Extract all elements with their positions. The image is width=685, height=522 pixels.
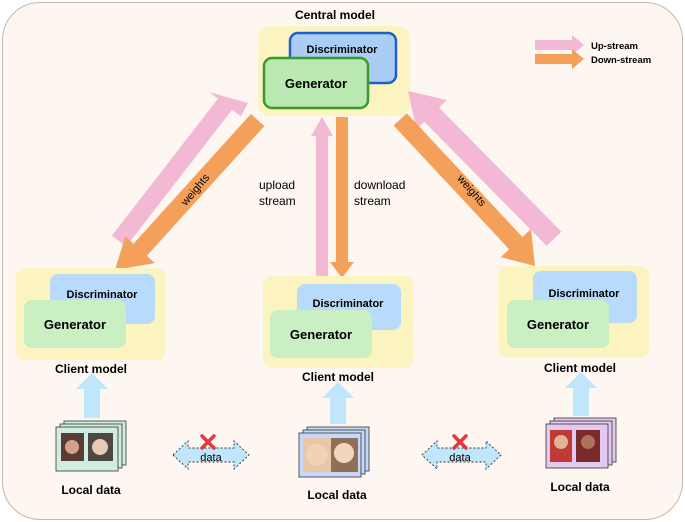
client-2-caption: Client model [302, 370, 374, 384]
central-generator-label: Generator [285, 76, 347, 91]
client-model-3: Discriminator Generator Client model [498, 266, 649, 375]
download-stream-label-line2: stream [354, 194, 391, 208]
local-data-3: Local data [545, 417, 617, 494]
client-3-data-arrow [565, 372, 597, 416]
left-link: weights [111, 92, 265, 270]
client-2-generator-box [270, 310, 372, 358]
legend-upstream-arrow [535, 35, 584, 55]
local-data-1-face-a-head [65, 440, 79, 454]
upload-stream-label-line2: stream [259, 194, 296, 208]
client-2-generator-label: Generator [290, 327, 352, 342]
center-downstream-arrow [330, 117, 354, 278]
client-model-1: Discriminator Generator Client model [16, 268, 166, 376]
legend: Up-stream Down-stream [535, 35, 651, 69]
blocked-data-label-right: data [449, 452, 471, 464]
local-data-2-face-b-head [334, 443, 354, 463]
local-data-3-caption: Local data [550, 480, 610, 494]
blocked-data-label-left: data [200, 452, 222, 464]
blocked-data-exchange-left: data [172, 434, 250, 471]
right-downstream-arrow [393, 113, 535, 266]
legend-upstream-label: Up-stream [591, 41, 638, 52]
client-3-generator-label: Generator [527, 317, 589, 332]
blocked-data-arrow-left [172, 439, 250, 471]
legend-downstream-label: Down-stream [591, 55, 651, 66]
local-data-3-face-a-head [554, 435, 568, 449]
local-data-3-face-b-head [581, 435, 595, 449]
central-generator-box [262, 56, 370, 110]
local-data-2-face-a-head [306, 444, 328, 466]
central-discriminator-label: Discriminator [307, 44, 379, 56]
left-downstream-arrow [115, 114, 265, 270]
central-model-title: Central model [295, 8, 375, 22]
center-link: upload stream download stream [259, 117, 405, 278]
legend-downstream-arrow [535, 49, 584, 69]
local-data-1-face-b-head [92, 439, 108, 455]
left-upstream-arrow [111, 92, 249, 247]
client-3-caption: Client model [544, 361, 616, 375]
blocked-data-exchange-right: data [421, 434, 502, 471]
local-data-2: Local data [298, 426, 370, 502]
right-link: weights [393, 91, 562, 266]
local-data-1: Local data [55, 420, 127, 497]
blocked-data-arrow-right [421, 439, 502, 471]
client-2-discriminator-label: Discriminator [313, 298, 385, 310]
client-2-data-arrow [322, 382, 354, 424]
blocked-x-icon-left [200, 434, 216, 450]
download-stream-label-line1: download [354, 178, 405, 192]
client-1-data-arrow [76, 373, 108, 418]
local-data-1-caption: Local data [61, 483, 121, 497]
blocked-x-icon-right [452, 434, 468, 450]
client-3-discriminator-label: Discriminator [549, 288, 621, 300]
upload-stream-label-line1: upload [259, 178, 295, 192]
client-3-generator-box [507, 300, 609, 348]
client-1-generator-label: Generator [44, 317, 106, 332]
client-model-2: Discriminator Generator Client model [263, 276, 414, 384]
local-data-2-caption: Local data [307, 488, 367, 502]
client-1-caption: Client model [55, 362, 127, 376]
client-1-discriminator-label: Discriminator [67, 289, 139, 301]
right-upstream-arrow [408, 91, 562, 246]
center-upstream-arrow [311, 117, 333, 276]
client-1-generator-box [24, 300, 126, 348]
